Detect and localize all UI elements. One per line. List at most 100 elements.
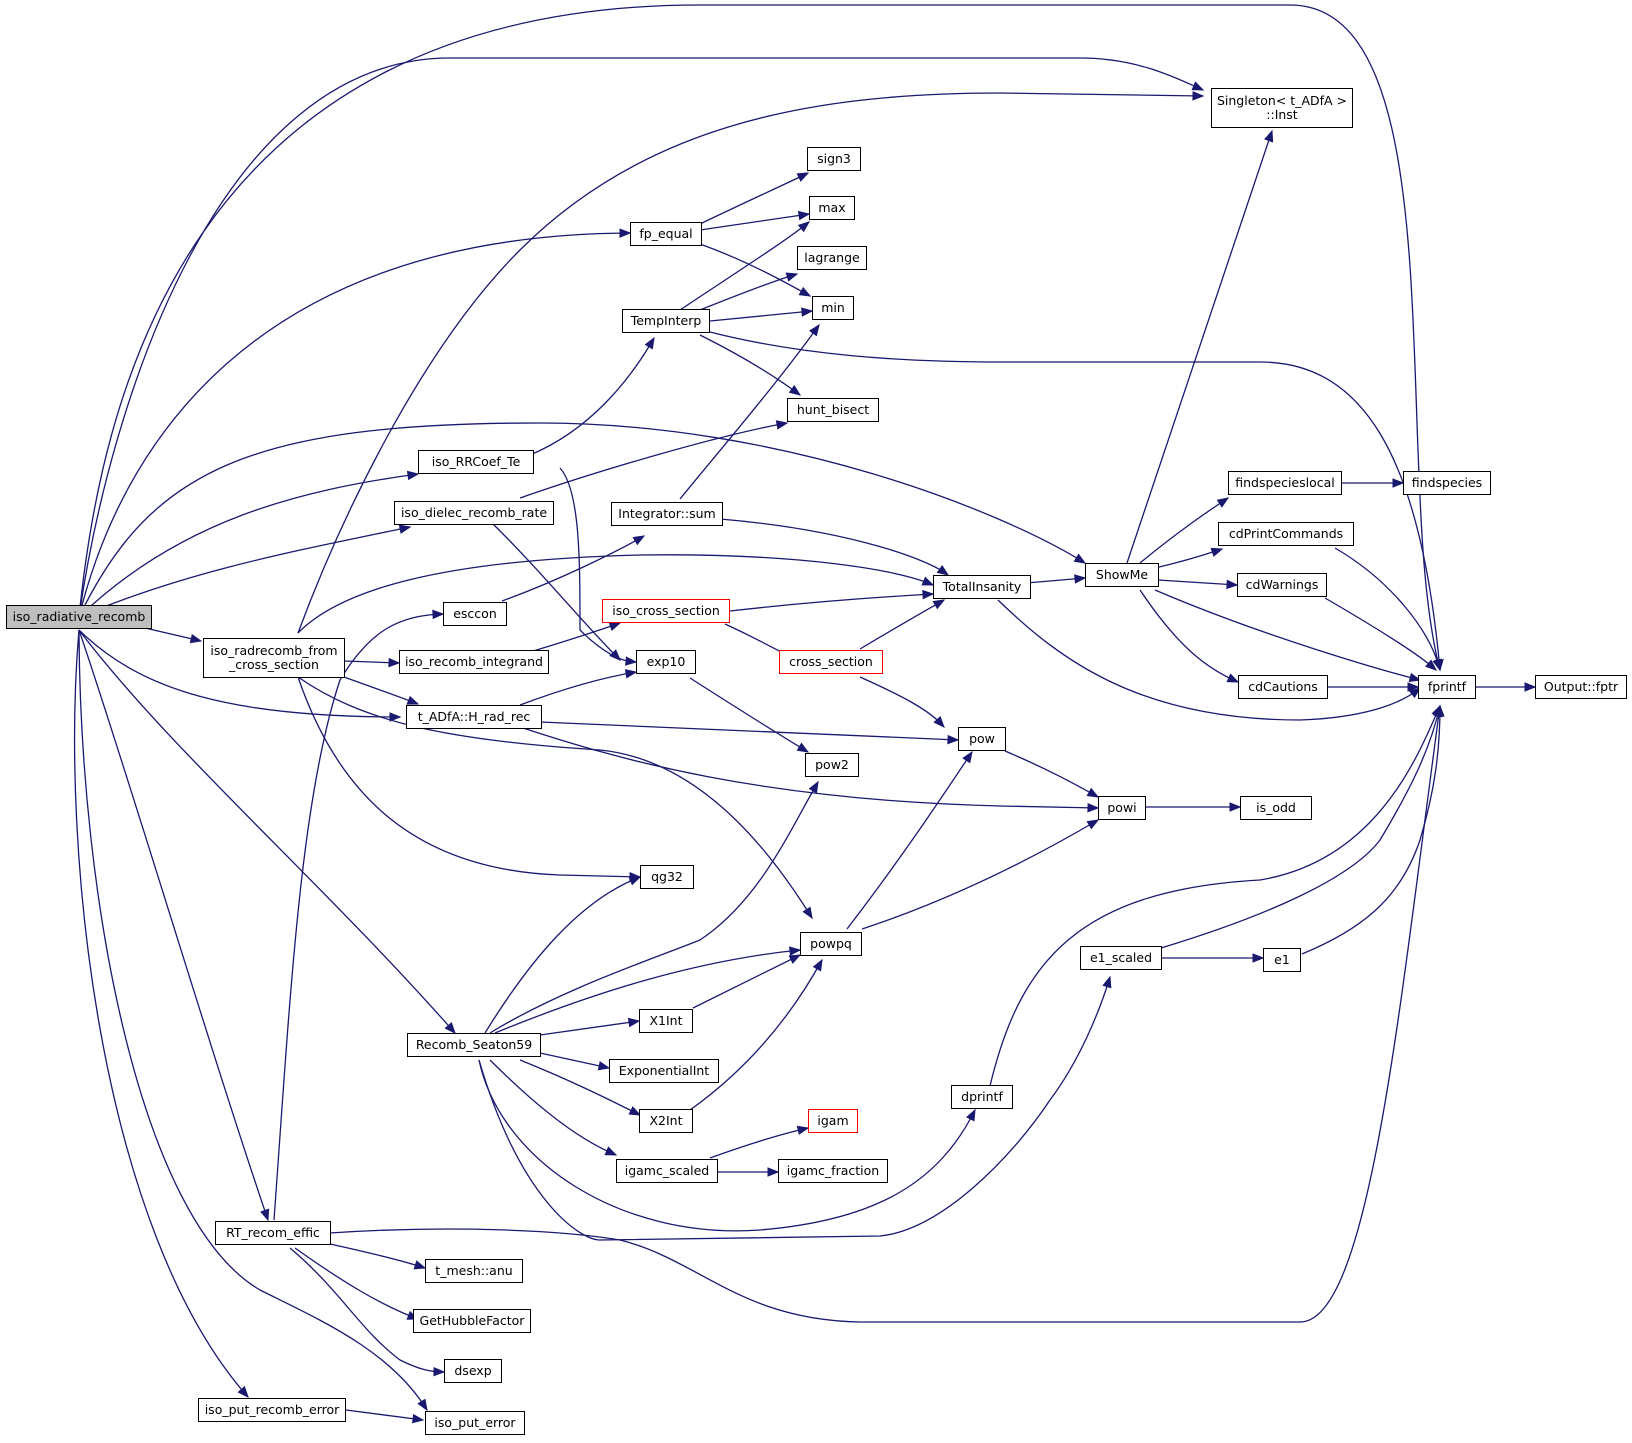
edge-showme-cdwarnings-arrowhead (1226, 579, 1239, 590)
edge-showme-fprintf (1154, 589, 1421, 681)
node-dielec[interactable]: iso_dielec_recomb_rate (394, 501, 554, 525)
edge-esccon-intsum-arrowhead (632, 535, 646, 546)
edge-dielec-hunt (519, 422, 788, 499)
edge-rtrecom-dsexp-arrowhead (433, 1366, 446, 1377)
node-cdwarnings[interactable]: cdWarnings (1237, 573, 1327, 597)
node-qg32[interactable]: qg32 (640, 865, 694, 889)
node-crosssec[interactable]: cross_section (779, 650, 883, 674)
node-powi[interactable]: powi (1098, 796, 1146, 820)
edge-root-fpequal-arrowhead (619, 228, 632, 238)
edge-totalinsanity-fprintf-arrowhead (1408, 687, 1422, 699)
node-lagrange[interactable]: lagrange (797, 246, 867, 270)
edge-seaton-powpq (494, 949, 801, 1034)
node-outfptr[interactable]: Output::fptr (1535, 675, 1627, 699)
edge-root-seaton-arrowhead (444, 1022, 456, 1035)
node-findspecieslocal[interactable]: findspecieslocal (1228, 471, 1342, 495)
edge-putrecomberr-puterror (345, 1409, 424, 1421)
edge-cdprint-fprintf (1334, 547, 1441, 671)
edge-hradrec-exp10 (519, 671, 637, 706)
node-recombint[interactable]: iso_recomb_integrand (399, 650, 549, 674)
node-showme[interactable]: ShowMe (1085, 563, 1159, 587)
edge-root-puterror-arrowhead (417, 1398, 428, 1412)
edge-radrecomb-qg32 (297, 676, 641, 878)
edge-rtrecom-tmeshanu-arrowhead (413, 1260, 427, 1270)
node-igam[interactable]: igam (808, 1109, 858, 1133)
edge-tempinterp-lagrange-arrowhead (785, 272, 799, 282)
edge-igamcscaled-igam (709, 1127, 809, 1159)
node-dprintf[interactable]: dprintf (951, 1085, 1013, 1109)
edge-root-fprintf (78, 4, 1441, 671)
node-rrcoef[interactable]: iso_RRCoef_Te (418, 450, 534, 474)
node-rtrecom[interactable]: RT_recom_effic (215, 1221, 331, 1245)
node-expint[interactable]: ExponentialInt (609, 1059, 719, 1083)
node-pow[interactable]: pow (958, 727, 1006, 751)
edge-rrcoef-tempinterp-arrowhead (644, 336, 655, 350)
node-pow2[interactable]: pow2 (805, 753, 859, 777)
edge-x2int-powpq-arrowhead (812, 958, 823, 972)
edge-cdcautions-fprintf-arrowhead (1407, 682, 1420, 692)
node-cdcautions[interactable]: cdCautions (1238, 675, 1328, 699)
node-cdprint[interactable]: cdPrintCommands (1218, 522, 1354, 546)
node-igamcscaled[interactable]: igamc_scaled (616, 1159, 718, 1183)
edge-rtrecom-hubble (294, 1247, 419, 1320)
edge-totalinsanity-showme-arrowhead (1074, 574, 1087, 584)
edge-root-singleton-arrowhead (1191, 81, 1205, 91)
edge-intsum-min-arrowhead (809, 323, 820, 337)
edge-showme-cdprint-arrowhead (1210, 547, 1224, 557)
node-x1int[interactable]: X1Int (639, 1009, 693, 1033)
node-dsexp[interactable]: dsexp (444, 1359, 502, 1383)
edge-seaton-e1scaled-arrowhead (1102, 975, 1112, 989)
edge-exp10-pow2 (689, 677, 809, 753)
edge-x1int-powpq (692, 954, 801, 1009)
node-intsum[interactable]: Integrator::sum (611, 502, 723, 526)
edge-tempinterp-lagrange (699, 273, 798, 311)
node-isodd[interactable]: is_odd (1240, 796, 1312, 820)
edge-seaton-igamcscaled (489, 1059, 617, 1156)
edge-fpequal-max-arrowhead (797, 210, 811, 221)
node-min[interactable]: min (812, 296, 854, 320)
edge-intsum-totalinsanity-arrowhead (936, 565, 950, 576)
node-singleton[interactable]: Singleton< t_ADfA > ::Inst (1211, 88, 1353, 128)
edge-hradrec-pow-arrowhead (947, 734, 960, 745)
node-putrecomberr[interactable]: iso_put_recomb_error (198, 1398, 346, 1422)
node-findspecies[interactable]: findspecies (1403, 471, 1491, 495)
node-fpequal[interactable]: fp_equal (630, 222, 702, 246)
node-radrecomb[interactable]: iso_radrecomb_from _cross_section (203, 638, 345, 678)
edge-powpq-pow-arrowhead (962, 750, 973, 764)
node-exp10[interactable]: exp10 (636, 650, 696, 674)
edge-root-rtrecom-arrowhead (260, 1208, 270, 1222)
node-huntbisect[interactable]: hunt_bisect (787, 398, 879, 422)
edge-crosssec-totalinsanity-arrowhead (932, 599, 946, 610)
edge-root-hradrec (78, 629, 401, 718)
node-hradrec[interactable]: t_ADfA::H_rad_rec (406, 705, 542, 729)
node-powpq[interactable]: powpq (800, 932, 862, 956)
node-x2int[interactable]: X2Int (639, 1109, 693, 1133)
node-igamcfrac[interactable]: igamc_fraction (778, 1159, 888, 1183)
node-isocross[interactable]: iso_cross_section (602, 599, 730, 623)
edge-showme-singleton-arrowhead (1264, 129, 1274, 143)
edge-seaton-x2int (519, 1059, 641, 1116)
edge-pow-powi-arrowhead (1086, 787, 1100, 798)
node-esccon[interactable]: esccon (443, 602, 507, 626)
edge-crosssec-totalinsanity (859, 599, 945, 650)
node-tmeshanu[interactable]: t_mesh::anu (425, 1259, 523, 1283)
edge-fpequal-max (699, 213, 810, 231)
node-fprintf[interactable]: fprintf (1418, 675, 1476, 699)
node-e1[interactable]: e1 (1263, 948, 1301, 972)
node-tempinterp[interactable]: TempInterp (622, 309, 710, 333)
edge-intsum-totalinsanity (719, 518, 949, 576)
edge-x2int-powpq (689, 959, 823, 1111)
node-sign3[interactable]: sign3 (807, 147, 861, 171)
node-e1scaled[interactable]: e1_scaled (1080, 946, 1162, 970)
node-totalinsanity[interactable]: TotalInsanity (933, 575, 1031, 599)
edge-fpequal-sign3-arrowhead (796, 172, 810, 182)
edge-radrecomb-recombint-arrowhead (388, 657, 401, 668)
node-puterror[interactable]: iso_put_error (425, 1411, 525, 1435)
edge-e1-fprintf (1301, 705, 1441, 955)
node-max[interactable]: max (809, 196, 855, 220)
edge-dprintf-fprintf (989, 705, 1441, 1087)
edge-dielec-exp10 (491, 522, 621, 661)
edge-rtrecom-tmeshanu (329, 1243, 426, 1269)
node-hubble[interactable]: GetHubbleFactor (413, 1309, 531, 1333)
node-seaton[interactable]: Recomb_Seaton59 (407, 1033, 541, 1057)
